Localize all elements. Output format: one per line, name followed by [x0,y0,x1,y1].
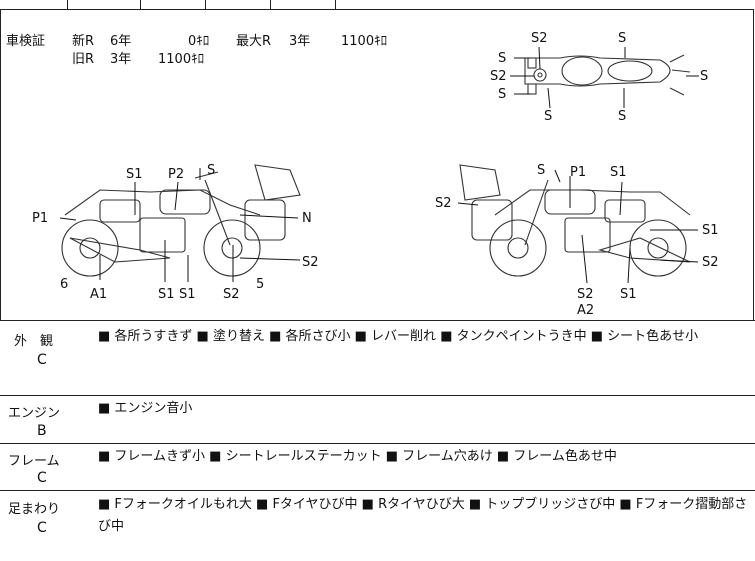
new-r-years: 6年 [110,34,132,49]
left-view-label: 5 [256,277,264,292]
max-r-km: 1100ｷﾛ [341,34,388,49]
right-view-label: S1 [702,223,719,238]
left-view-label: P2 [168,167,184,182]
left-view-label: S2 [223,287,240,302]
divider [67,0,68,9]
divider [0,320,755,321]
grade-engine: B [37,423,47,439]
right-side-diagram [457,164,699,284]
notes-frame: ■ フレームきず小 ■ シートレールステーカット ■ フレーム穴あけ ■ フレー… [98,449,617,464]
divider [270,0,271,9]
top-view-label: S2 [531,31,548,46]
divider [0,443,755,444]
left-view-label: S2 [302,255,319,270]
inspection-label: 車検証 [6,34,46,49]
top-view-label: S [498,51,506,66]
divider [335,0,336,9]
right-view-label: S2 [435,196,452,211]
left-view-label: P1 [32,211,48,226]
left-view-label: S1 [126,167,143,182]
category-suspension: 足まわり [8,502,61,517]
new-r-km: 0ｷﾛ [188,34,210,49]
top-view-label: S [700,69,708,84]
category-frame: フレーム [8,454,60,469]
right-view-label: S [537,163,545,178]
left-view-label: 6 [60,277,68,292]
left-side-diagram [59,164,301,282]
top-view-label: S2 [490,69,507,84]
right-view-label: A2 [577,303,594,318]
top-view-label: S [618,109,626,124]
category-exterior: 外 観 [14,334,54,349]
notes-engine: ■ エンジン音小 [98,401,193,416]
divider [205,0,206,9]
top-view-diagram [510,46,699,109]
right-view-label: P1 [570,165,586,180]
grade-suspension: C [37,520,47,536]
top-view-label: S [618,31,626,46]
old-r-years: 3年 [110,52,132,67]
new-r-label: 新R [72,34,95,49]
old-r-km: 1100ｷﾛ [158,52,205,67]
left-view-label: A1 [90,287,107,302]
max-r-label: 最大R [236,34,272,49]
grade-exterior: C [37,352,47,368]
right-view-label: S1 [610,165,627,180]
max-r-years: 3年 [289,34,311,49]
notes-suspension: ■ Fフォークオイルもれ大 ■ Fタイヤひび中 ■ Rタイヤひび大 ■ トップブ… [98,497,748,534]
right-view-label: S1 [620,287,637,302]
divider [0,490,755,491]
divider [0,395,755,396]
old-r-label: 旧R [72,52,95,67]
divider [140,0,141,9]
notes-exterior: ■ 各所うすきず ■ 塗り替え ■ 各所さび小 ■ レバー削れ ■ タンクペイン… [98,329,699,344]
left-view-label: S1 [158,287,175,302]
right-view-label: S2 [577,287,594,302]
category-engine: エンジン [8,406,61,421]
left-view-label: S1 [179,287,196,302]
left-view-label: N [302,211,312,226]
left-view-label: S [207,163,215,178]
right-view-label: S2 [702,255,719,270]
top-view-label: S [498,87,506,102]
grade-frame: C [37,470,47,486]
top-view-label: S [544,109,552,124]
